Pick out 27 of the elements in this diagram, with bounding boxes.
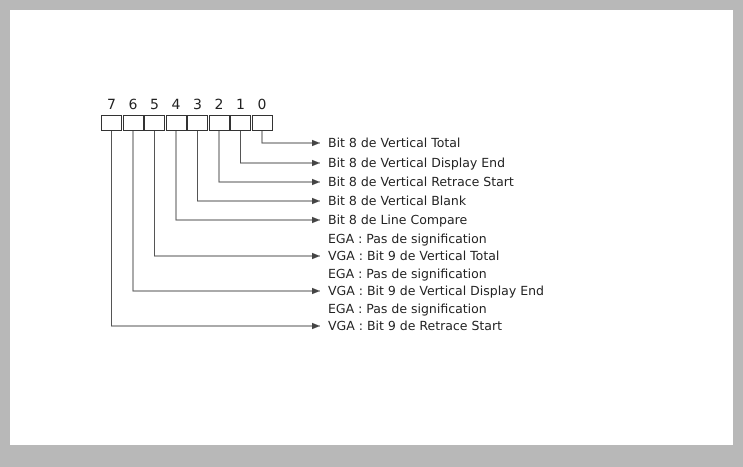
bit-description: Bit 8 de Vertical Display End (328, 154, 506, 171)
bit-number: 2 (214, 97, 224, 115)
bit-description: Bit 8 de Vertical Blank (328, 192, 466, 209)
bit-description: EGA : Pas de signification (328, 265, 488, 282)
arrow (218, 130, 320, 186)
arrow (132, 130, 320, 294)
bit-number: 4 (172, 97, 180, 115)
bit-description: Bit 8 de Vertical Total (328, 134, 460, 151)
arrow (111, 130, 320, 330)
bit-description: VGA : Bit 9 de Vertical Display End (328, 282, 544, 299)
bit-number: 7 (107, 97, 116, 115)
bit-description: VGA : Bit 9 de Vertical Total (328, 247, 500, 264)
bit-description: VGA : Bit 9 de Retrace Start (328, 317, 502, 334)
bit-number: 3 (193, 97, 202, 115)
arrow (262, 130, 320, 146)
bit-number: 0 (258, 97, 266, 115)
arrow (240, 130, 320, 166)
bit-description: EGA : Pas de signification (328, 300, 488, 317)
arrow (176, 130, 320, 224)
bit-description: Bit 8 de Line Compare (328, 211, 468, 228)
bit-number: 5 (150, 97, 159, 115)
arrow (154, 130, 320, 260)
arrow (197, 130, 320, 204)
bit-number: 6 (128, 97, 138, 115)
bit-description: Bit 8 de Vertical Retrace Start (328, 173, 514, 190)
bit-number: 1 (236, 97, 245, 115)
bit-description: EGA : Pas de signification (328, 230, 488, 247)
